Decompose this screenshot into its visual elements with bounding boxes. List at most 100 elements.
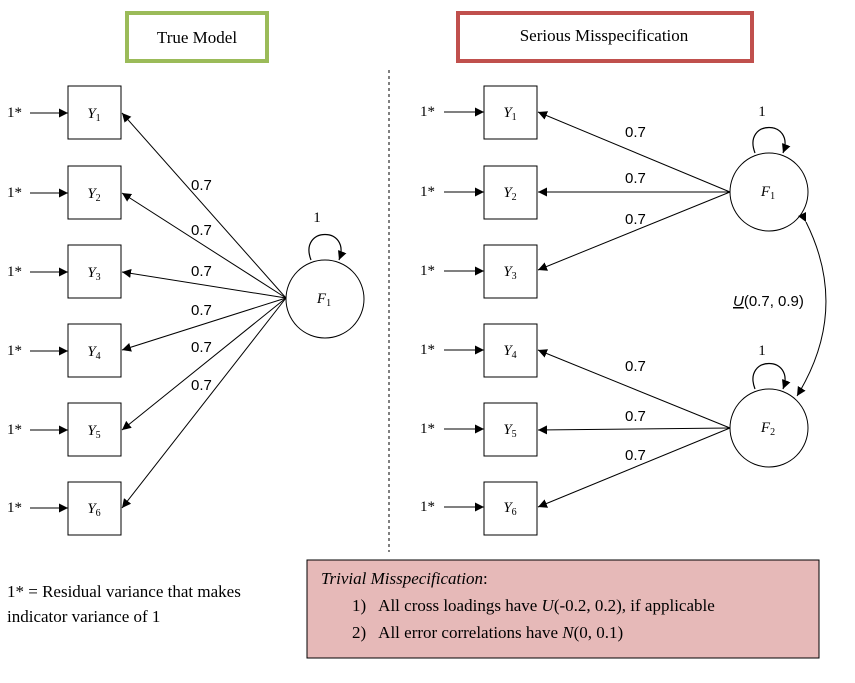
- true-indicator-y6: 1* Y6: [7, 481, 122, 536]
- factor-circle: [729, 388, 809, 468]
- trivial-box-title: Trivial Misspecification:: [321, 569, 488, 588]
- mis-factor-f1: 1 F1: [729, 104, 809, 232]
- mis-indicator-y5: 1* Y5: [420, 402, 538, 457]
- residual-label: 1*: [420, 421, 435, 437]
- mis-indicator-y6: 1* Y6: [420, 481, 538, 536]
- loading-arrow-y3: [121, 268, 287, 299]
- residual-label: 1*: [7, 185, 22, 201]
- loading-label: 0.7: [191, 222, 212, 239]
- footnote-line-2: indicator variance of 1: [7, 607, 160, 626]
- residual-label: 1*: [420, 499, 435, 515]
- true-model-title-box: [125, 11, 269, 63]
- indicator-label: Y6: [503, 500, 516, 518]
- loading-arrow-y4: [121, 297, 287, 352]
- misspecification-title-box: [456, 11, 754, 63]
- loading-arrow-y6: [121, 297, 287, 509]
- footnote-line-1: 1* = Residual variance that makes: [7, 582, 241, 601]
- indicator-box: [483, 244, 538, 299]
- indicator-label: Y2: [87, 186, 100, 204]
- mis-indicator-y1: 1* Y1: [420, 85, 538, 140]
- indicator-label: Y5: [503, 422, 516, 440]
- true-factor-f1: 1 F1: [285, 210, 365, 339]
- indicator-box: [483, 165, 538, 220]
- misspecification-title: Serious Misspecification: [520, 26, 689, 45]
- loading-label: 0.7: [191, 302, 212, 319]
- variance-label: 1: [313, 210, 321, 226]
- true-model-panel: True Model 1* Y1 1* Y2 1* Y3 1* Y4 1*: [7, 11, 365, 536]
- loading-label: 0.7: [625, 447, 646, 464]
- variance-label: 1: [758, 343, 766, 359]
- loading-label: 0.7: [191, 377, 212, 394]
- true-indicator-y5: 1* Y5: [7, 402, 122, 457]
- factor-circle: [729, 152, 809, 232]
- loading-label: 0.7: [625, 408, 646, 425]
- trivial-box-background: [306, 559, 820, 659]
- residual-label: 1*: [420, 263, 435, 279]
- loading-arrow-y2: [121, 192, 287, 299]
- variance-loop: [752, 362, 791, 390]
- factor-correlation-arc: [796, 211, 827, 397]
- indicator-label: Y5: [87, 423, 100, 441]
- residual-label: 1*: [7, 343, 22, 359]
- loading-arrow-y5: [121, 297, 287, 431]
- trivial-item-2: 2)All error correlations have N(0, 0.1): [352, 623, 623, 642]
- loading-label: 0.7: [625, 358, 646, 375]
- indicator-box: [67, 85, 122, 140]
- loading-label: 0.7: [625, 124, 646, 141]
- loading-arrow-y1: [121, 112, 287, 299]
- true-indicator-y1: 1* Y1: [7, 85, 122, 140]
- factor-label: F1: [760, 184, 775, 202]
- trivial-misspecification-box: Trivial Misspecification: 1)All cross lo…: [306, 559, 820, 659]
- factor-label: F2: [760, 420, 775, 438]
- loading-label: 0.7: [625, 211, 646, 228]
- factor-circle: [285, 259, 365, 339]
- misspecification-panel: Serious Misspecification 1* Y1 1* Y2 1* …: [420, 11, 827, 536]
- indicator-box: [483, 323, 538, 378]
- true-indicator-y4: 1* Y4: [7, 323, 122, 378]
- indicator-box: [67, 244, 122, 299]
- indicator-box: [67, 323, 122, 378]
- true-model-title: True Model: [157, 28, 237, 47]
- indicator-box: [483, 85, 538, 140]
- residual-label: 1*: [7, 422, 22, 438]
- true-indicator-y3: 1* Y3: [7, 244, 122, 299]
- residual-label: 1*: [7, 264, 22, 280]
- indicator-label: Y1: [503, 105, 516, 123]
- indicator-box: [483, 481, 538, 536]
- residual-label: 1*: [7, 500, 22, 516]
- indicator-box: [67, 481, 122, 536]
- loading-label: 0.7: [625, 170, 646, 187]
- loading-label: 0.7: [191, 263, 212, 280]
- residual-label: 1*: [420, 104, 435, 120]
- loading-arrow-f2-y6: [537, 427, 731, 508]
- indicator-label: Y2: [503, 185, 516, 203]
- mis-indicator-y4: 1* Y4: [420, 323, 538, 378]
- indicator-label: Y3: [87, 265, 100, 283]
- indicator-box: [483, 402, 538, 457]
- variance-loop: [308, 233, 347, 261]
- factor-label: F1: [316, 291, 331, 309]
- loading-label: 0.7: [191, 339, 212, 356]
- loading-arrow-f1-y1: [537, 111, 731, 193]
- true-indicator-y2: 1* Y2: [7, 165, 122, 220]
- mis-indicator-y2: 1* Y2: [420, 165, 538, 220]
- indicator-label: Y4: [503, 343, 516, 361]
- loading-arrow-f1-y3: [537, 191, 731, 271]
- loading-label: 0.7: [191, 177, 212, 194]
- indicator-label: Y1: [87, 106, 100, 124]
- indicator-label: Y3: [503, 264, 516, 282]
- mis-indicator-y3: 1* Y3: [420, 244, 538, 299]
- loading-arrow-f2-y4: [537, 349, 731, 429]
- variance-label: 1: [758, 104, 766, 120]
- indicator-label: Y4: [87, 344, 100, 362]
- correlation-label: U(0.7, 0.9): [733, 293, 804, 310]
- residual-label: 1*: [420, 342, 435, 358]
- residual-label: 1*: [7, 105, 22, 121]
- loading-arrow-f2-y5: [537, 425, 731, 435]
- indicator-label: Y6: [87, 501, 100, 519]
- residual-label: 1*: [420, 184, 435, 200]
- variance-loop: [752, 126, 791, 154]
- mis-factor-f2: 1 F2: [729, 343, 809, 468]
- indicator-box: [67, 165, 122, 220]
